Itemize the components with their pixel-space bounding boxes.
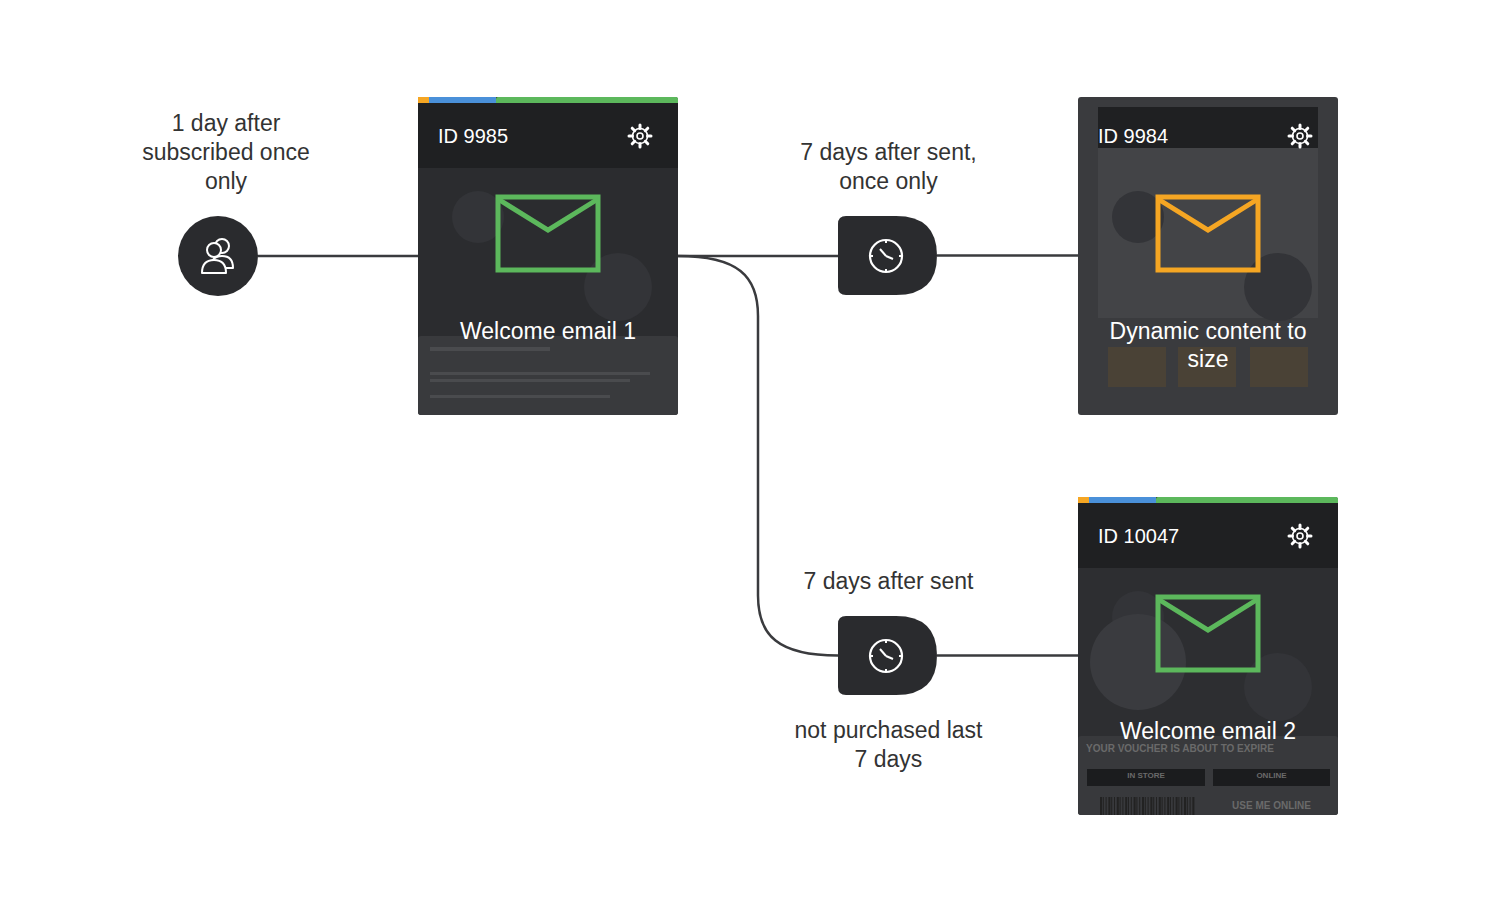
connector xyxy=(937,654,1078,657)
delay-label: 7 days after sent xyxy=(784,567,994,596)
delay-node-shape xyxy=(838,216,937,295)
email-title: Dynamic content to size xyxy=(1088,317,1328,373)
card-detail-text: IN STORE xyxy=(1087,771,1205,781)
email-card: ID 9984Dynamic content to size xyxy=(1078,97,1338,415)
trigger-label: 1 day after subscribed once only xyxy=(126,109,326,196)
connector xyxy=(937,254,1078,257)
email-title: Welcome email 2 xyxy=(1088,717,1328,745)
email-id: ID 9984 xyxy=(1098,123,1278,149)
delay-node: 7 days after sent, once only xyxy=(838,216,937,295)
email-title: Welcome email 1 xyxy=(428,317,668,345)
email-card: ID 10047Welcome email 2 xyxy=(1078,497,1338,815)
delay-label: 7 days after sent, once only xyxy=(784,138,994,196)
email-id: ID 10047 xyxy=(1098,523,1278,549)
delay-node-shape xyxy=(838,616,937,695)
connector xyxy=(678,256,838,656)
card-detail-text: YOUR VOUCHER IS ABOUT TO EXPIRE xyxy=(1086,743,1286,755)
trigger-circle-shape xyxy=(178,216,258,296)
connector xyxy=(258,255,418,258)
condition-label: not purchased last 7 days xyxy=(789,716,989,774)
email-id: ID 9985 xyxy=(438,123,618,149)
email-card: ID 9985Welcome email 1 xyxy=(418,97,678,415)
card-detail-text: ONLINE xyxy=(1213,771,1330,781)
delay-node: 7 days after sentnot purchased last 7 da… xyxy=(838,616,937,695)
trigger-circle: 1 day after subscribed once only xyxy=(178,216,258,296)
card-detail-text: USE ME ONLINE xyxy=(1213,800,1330,812)
